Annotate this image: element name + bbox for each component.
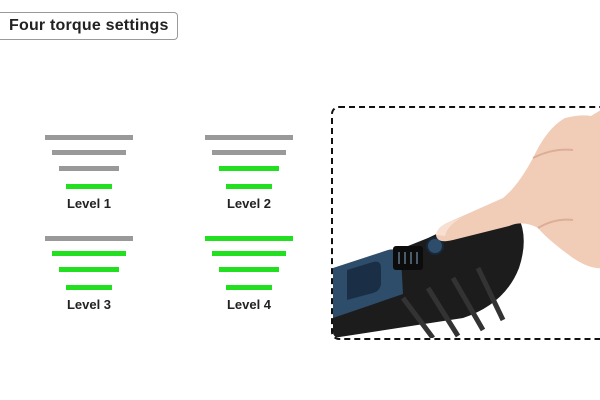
torque-level-4-indicator xyxy=(204,234,294,294)
level-3-bar-1 xyxy=(45,236,133,241)
level-4-label: Level 4 xyxy=(226,297,272,312)
finger-pressing-tool-image xyxy=(333,110,600,338)
level-1-bar-2 xyxy=(52,150,126,155)
product-photo-frame xyxy=(331,106,600,340)
level-3-bar-4 xyxy=(66,285,112,290)
level-2-bar-2 xyxy=(212,150,286,155)
level-2-bar-4 xyxy=(226,184,272,189)
level-4-bar-3 xyxy=(219,267,279,272)
level-1-bar-4 xyxy=(66,184,112,189)
torque-level-2: Level 2 xyxy=(204,133,294,233)
torque-level-1: Level 1 xyxy=(44,133,134,233)
torque-level-1-indicator xyxy=(44,133,134,193)
level-2-bar-3 xyxy=(219,166,279,171)
level-1-label: Level 1 xyxy=(66,196,112,211)
level-4-bar-2 xyxy=(212,251,286,256)
torque-level-3-indicator xyxy=(44,234,134,294)
level-3-label: Level 3 xyxy=(66,297,112,312)
torque-level-4: Level 4 xyxy=(204,234,294,334)
level-4-bar-4 xyxy=(226,285,272,290)
level-3-bar-3 xyxy=(59,267,119,272)
level-1-bar-3 xyxy=(59,166,119,171)
level-1-bar-1 xyxy=(45,135,133,140)
level-3-bar-2 xyxy=(52,251,126,256)
level-4-bar-1 xyxy=(205,236,293,241)
torque-level-3: Level 3 xyxy=(44,234,134,334)
torque-level-2-indicator xyxy=(204,133,294,193)
level-2-bar-1 xyxy=(205,135,293,140)
page-title: Four torque settings xyxy=(0,12,178,40)
level-2-label: Level 2 xyxy=(226,196,272,211)
